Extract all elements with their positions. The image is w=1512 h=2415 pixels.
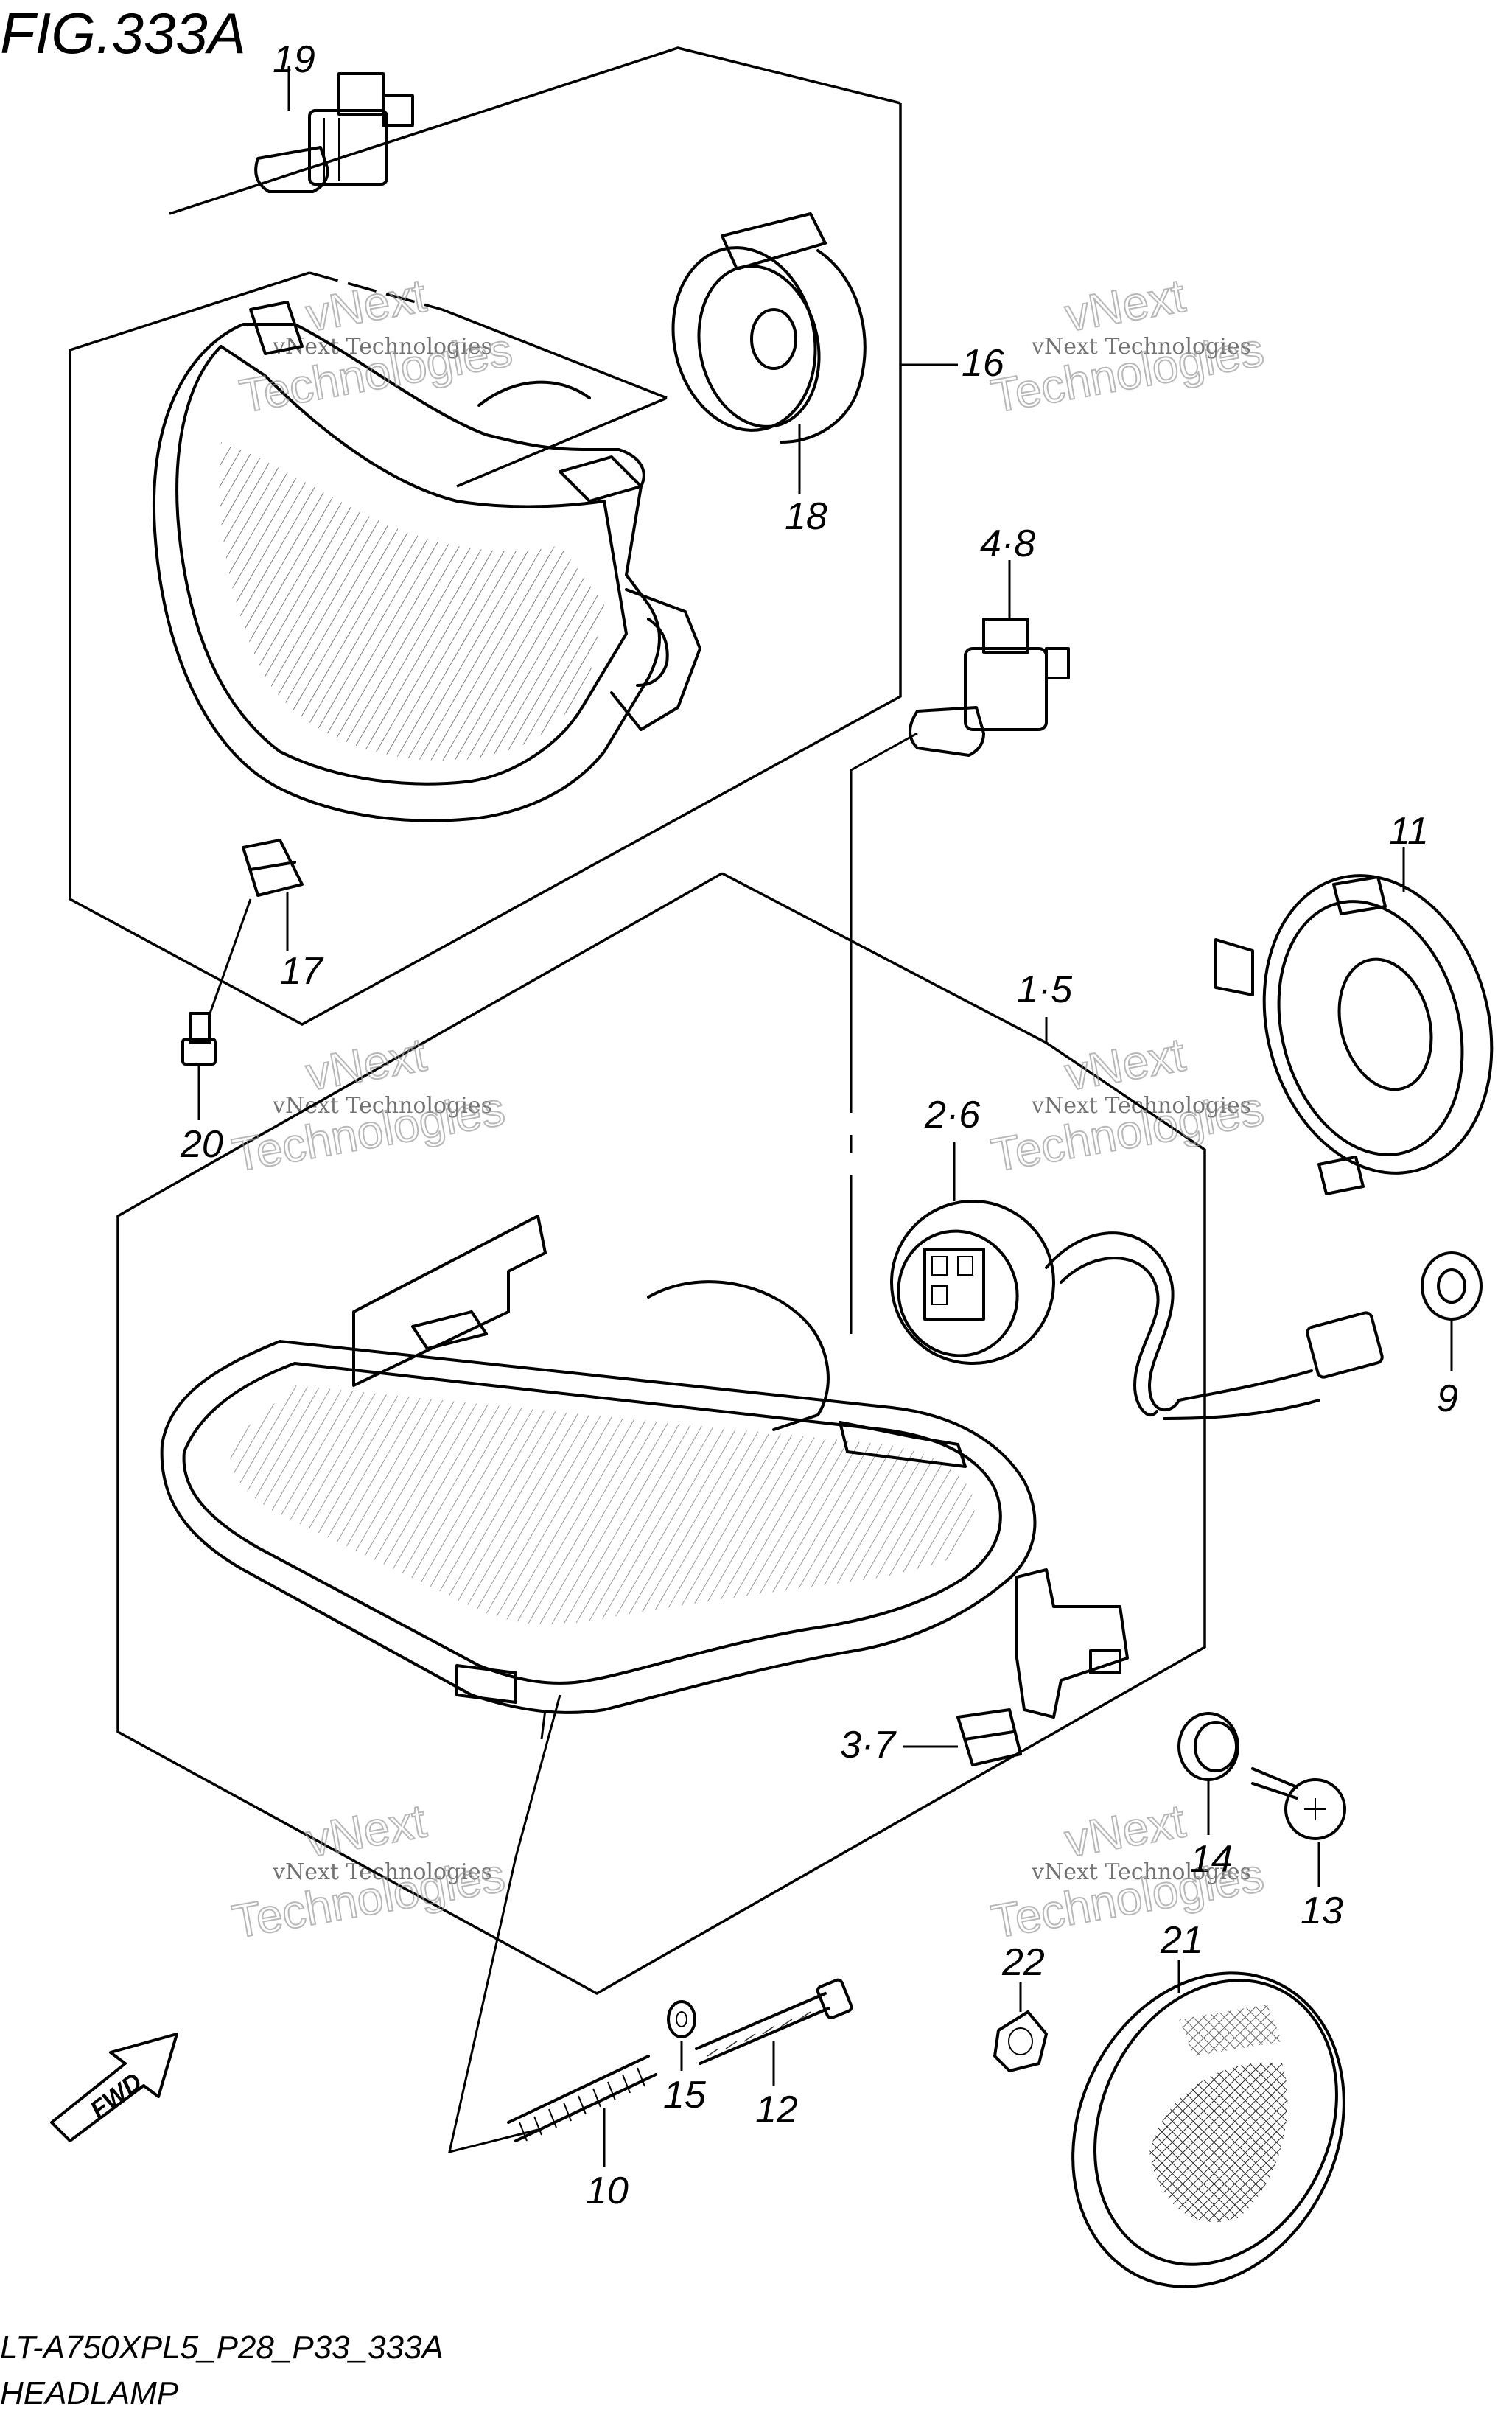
watermark-vnext: vNext [1061, 268, 1189, 341]
callouts: 19 16 18 4·8 11 17 1·5 20 2·6 9 3·7 14 1… [180, 38, 1458, 2212]
callout-12: 12 [755, 2089, 798, 2131]
callout-15: 15 [663, 2074, 707, 2117]
clip-3-7 [903, 1708, 1022, 1766]
callout-10: 10 [586, 2170, 629, 2212]
callout-9: 9 [1437, 1377, 1458, 1420]
fwd-label: FWD [85, 2068, 147, 2125]
adjusting-screw-12 [695, 1978, 853, 2086]
watermarks: vNext Technologies vNext Technologies vN… [228, 268, 1268, 1949]
watermark-text: vNext Technologies [1031, 334, 1251, 360]
watermark-text: vNext Technologies [272, 1093, 492, 1119]
callout-17: 17 [280, 950, 324, 993]
nut-22 [993, 1982, 1048, 2072]
lower-frame [116, 872, 1206, 1996]
upper-headlamp-housing [152, 301, 701, 822]
reflector-21 [1071, 1960, 1345, 2288]
callout-18: 18 [785, 495, 827, 538]
callout-14: 14 [1190, 1838, 1233, 1881]
watermark-vnext: vNext [1061, 1794, 1189, 1867]
clip-17 [242, 839, 304, 951]
watermark-text: vNext Technologies [1031, 1093, 1251, 1119]
screw-13 [1251, 1767, 1346, 1887]
figure-title: FIG.333A [0, 1, 246, 66]
bulb-19 [254, 66, 414, 193]
figure-code: LT-A750XPL5_P28_P33_333A [0, 2330, 444, 2366]
fwd-arrow-icon: FWD [50, 2033, 178, 2142]
watermark-vnext: vNext [302, 1027, 430, 1100]
bulb-4-8 [850, 560, 1070, 1334]
callout-21: 21 [1160, 1919, 1203, 1962]
watermark-vnext: vNext [302, 1794, 430, 1867]
callout-13: 13 [1301, 1890, 1343, 1932]
watermark-text: vNext Technologies [1031, 1859, 1251, 1885]
grommet-9 [1421, 1251, 1483, 1371]
callout-4-8: 4·8 [980, 523, 1035, 565]
callout-3-7: 3·7 [840, 1724, 897, 1766]
socket-2-6 [890, 1142, 1384, 1420]
callout-19: 19 [273, 38, 315, 81]
upper-frame [69, 46, 902, 1026]
washer-15 [667, 2000, 696, 2071]
callout-1-5: 1·5 [1017, 968, 1073, 1011]
lower-headlamp-housing [160, 1215, 1129, 1740]
grommet-14 [1177, 1712, 1239, 1835]
bolt-20 [181, 898, 252, 1120]
watermark-text: vNext Technologies [272, 334, 492, 360]
callout-2-6: 2·6 [924, 1094, 980, 1136]
spring-10 [448, 1694, 657, 2167]
figure-name: HEADLAMP [0, 2375, 179, 2411]
watermark-text: vNext Technologies [272, 1859, 492, 1885]
callout-11: 11 [1389, 810, 1429, 853]
callout-16: 16 [962, 342, 1004, 385]
callout-20: 20 [180, 1123, 223, 1166]
reflector-ring-11 [1214, 847, 1494, 1195]
callout-22: 22 [1001, 1941, 1045, 1984]
watermark-vnext: vNext [1061, 1027, 1189, 1100]
socket-ring-16 [671, 212, 958, 494]
watermark-vnext: vNext [302, 268, 430, 341]
